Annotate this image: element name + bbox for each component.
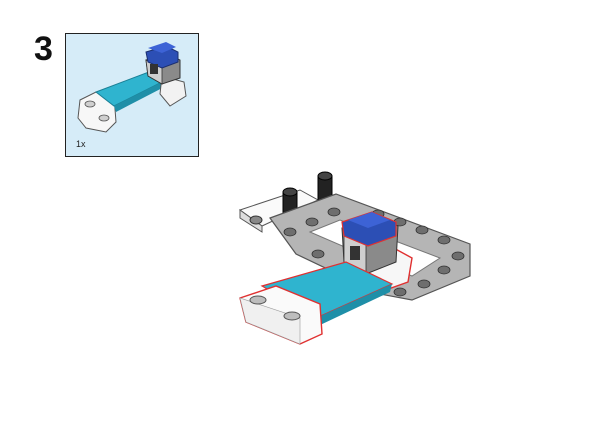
part-quantity: 1x xyxy=(76,139,86,149)
parts-callout: 1x xyxy=(65,33,199,157)
sensor-with-blue-flat-plate-icon xyxy=(77,42,187,133)
step-number: 3 xyxy=(34,30,53,68)
